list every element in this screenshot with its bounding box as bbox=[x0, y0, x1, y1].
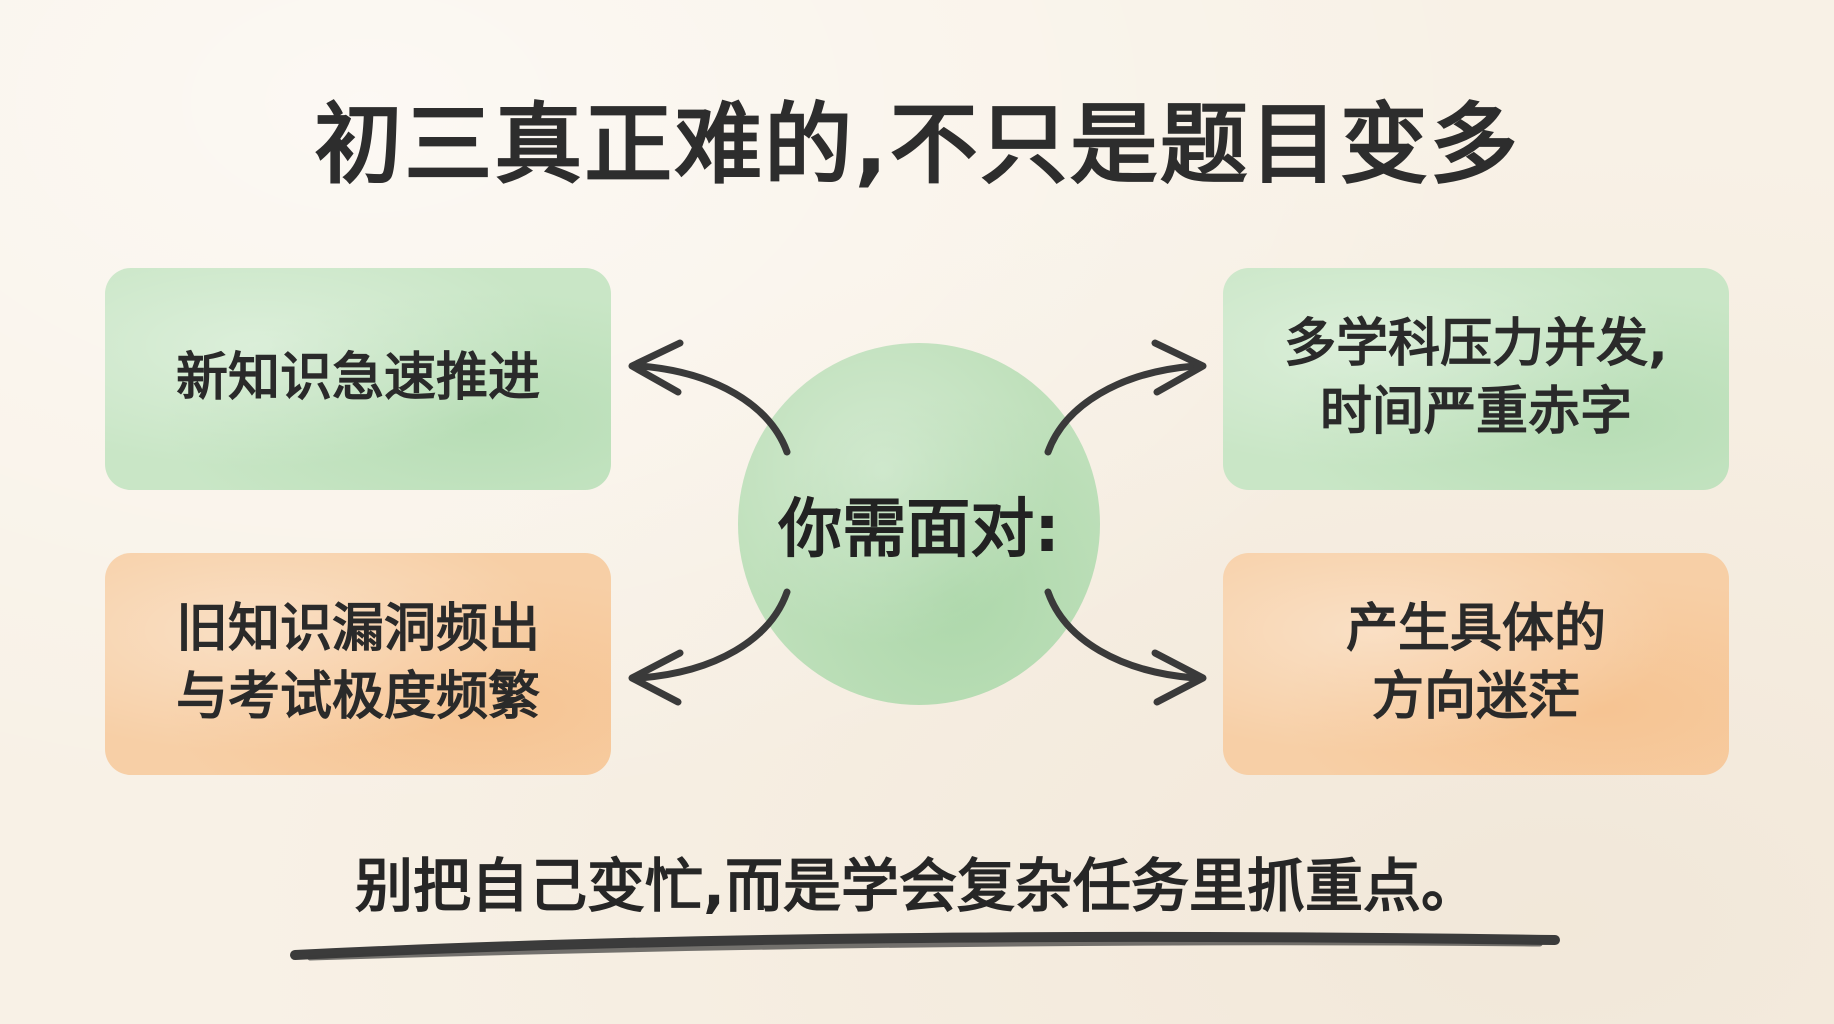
box-old-knowledge-gaps: 旧知识漏洞频出 与考试极度频繁 bbox=[105, 553, 611, 775]
box-direction-confusion-label: 产生具体的 方向迷茫 bbox=[1345, 599, 1606, 727]
box-new-knowledge: 新知识急速推进 bbox=[105, 268, 611, 490]
box-direction-confusion: 产生具体的 方向迷茫 bbox=[1223, 553, 1729, 775]
box-old-knowledge-gaps-label: 旧知识漏洞频出 与考试极度频繁 bbox=[175, 599, 540, 727]
center-circle bbox=[738, 343, 1100, 705]
page-title: 初三真正难的,不只是题目变多 bbox=[314, 93, 1520, 196]
box-new-knowledge-label: 新知识急速推进 bbox=[175, 348, 540, 409]
footer-text: 别把自己变忙,而是学会复杂任务里抓重点。 bbox=[354, 852, 1480, 920]
box-multi-subject-pressure-label: 多学科压力并发, 时间严重赤字 bbox=[1284, 314, 1668, 442]
box-multi-subject-pressure: 多学科压力并发, 时间严重赤字 bbox=[1223, 268, 1729, 490]
center-label: 你需面对: bbox=[778, 493, 1060, 567]
